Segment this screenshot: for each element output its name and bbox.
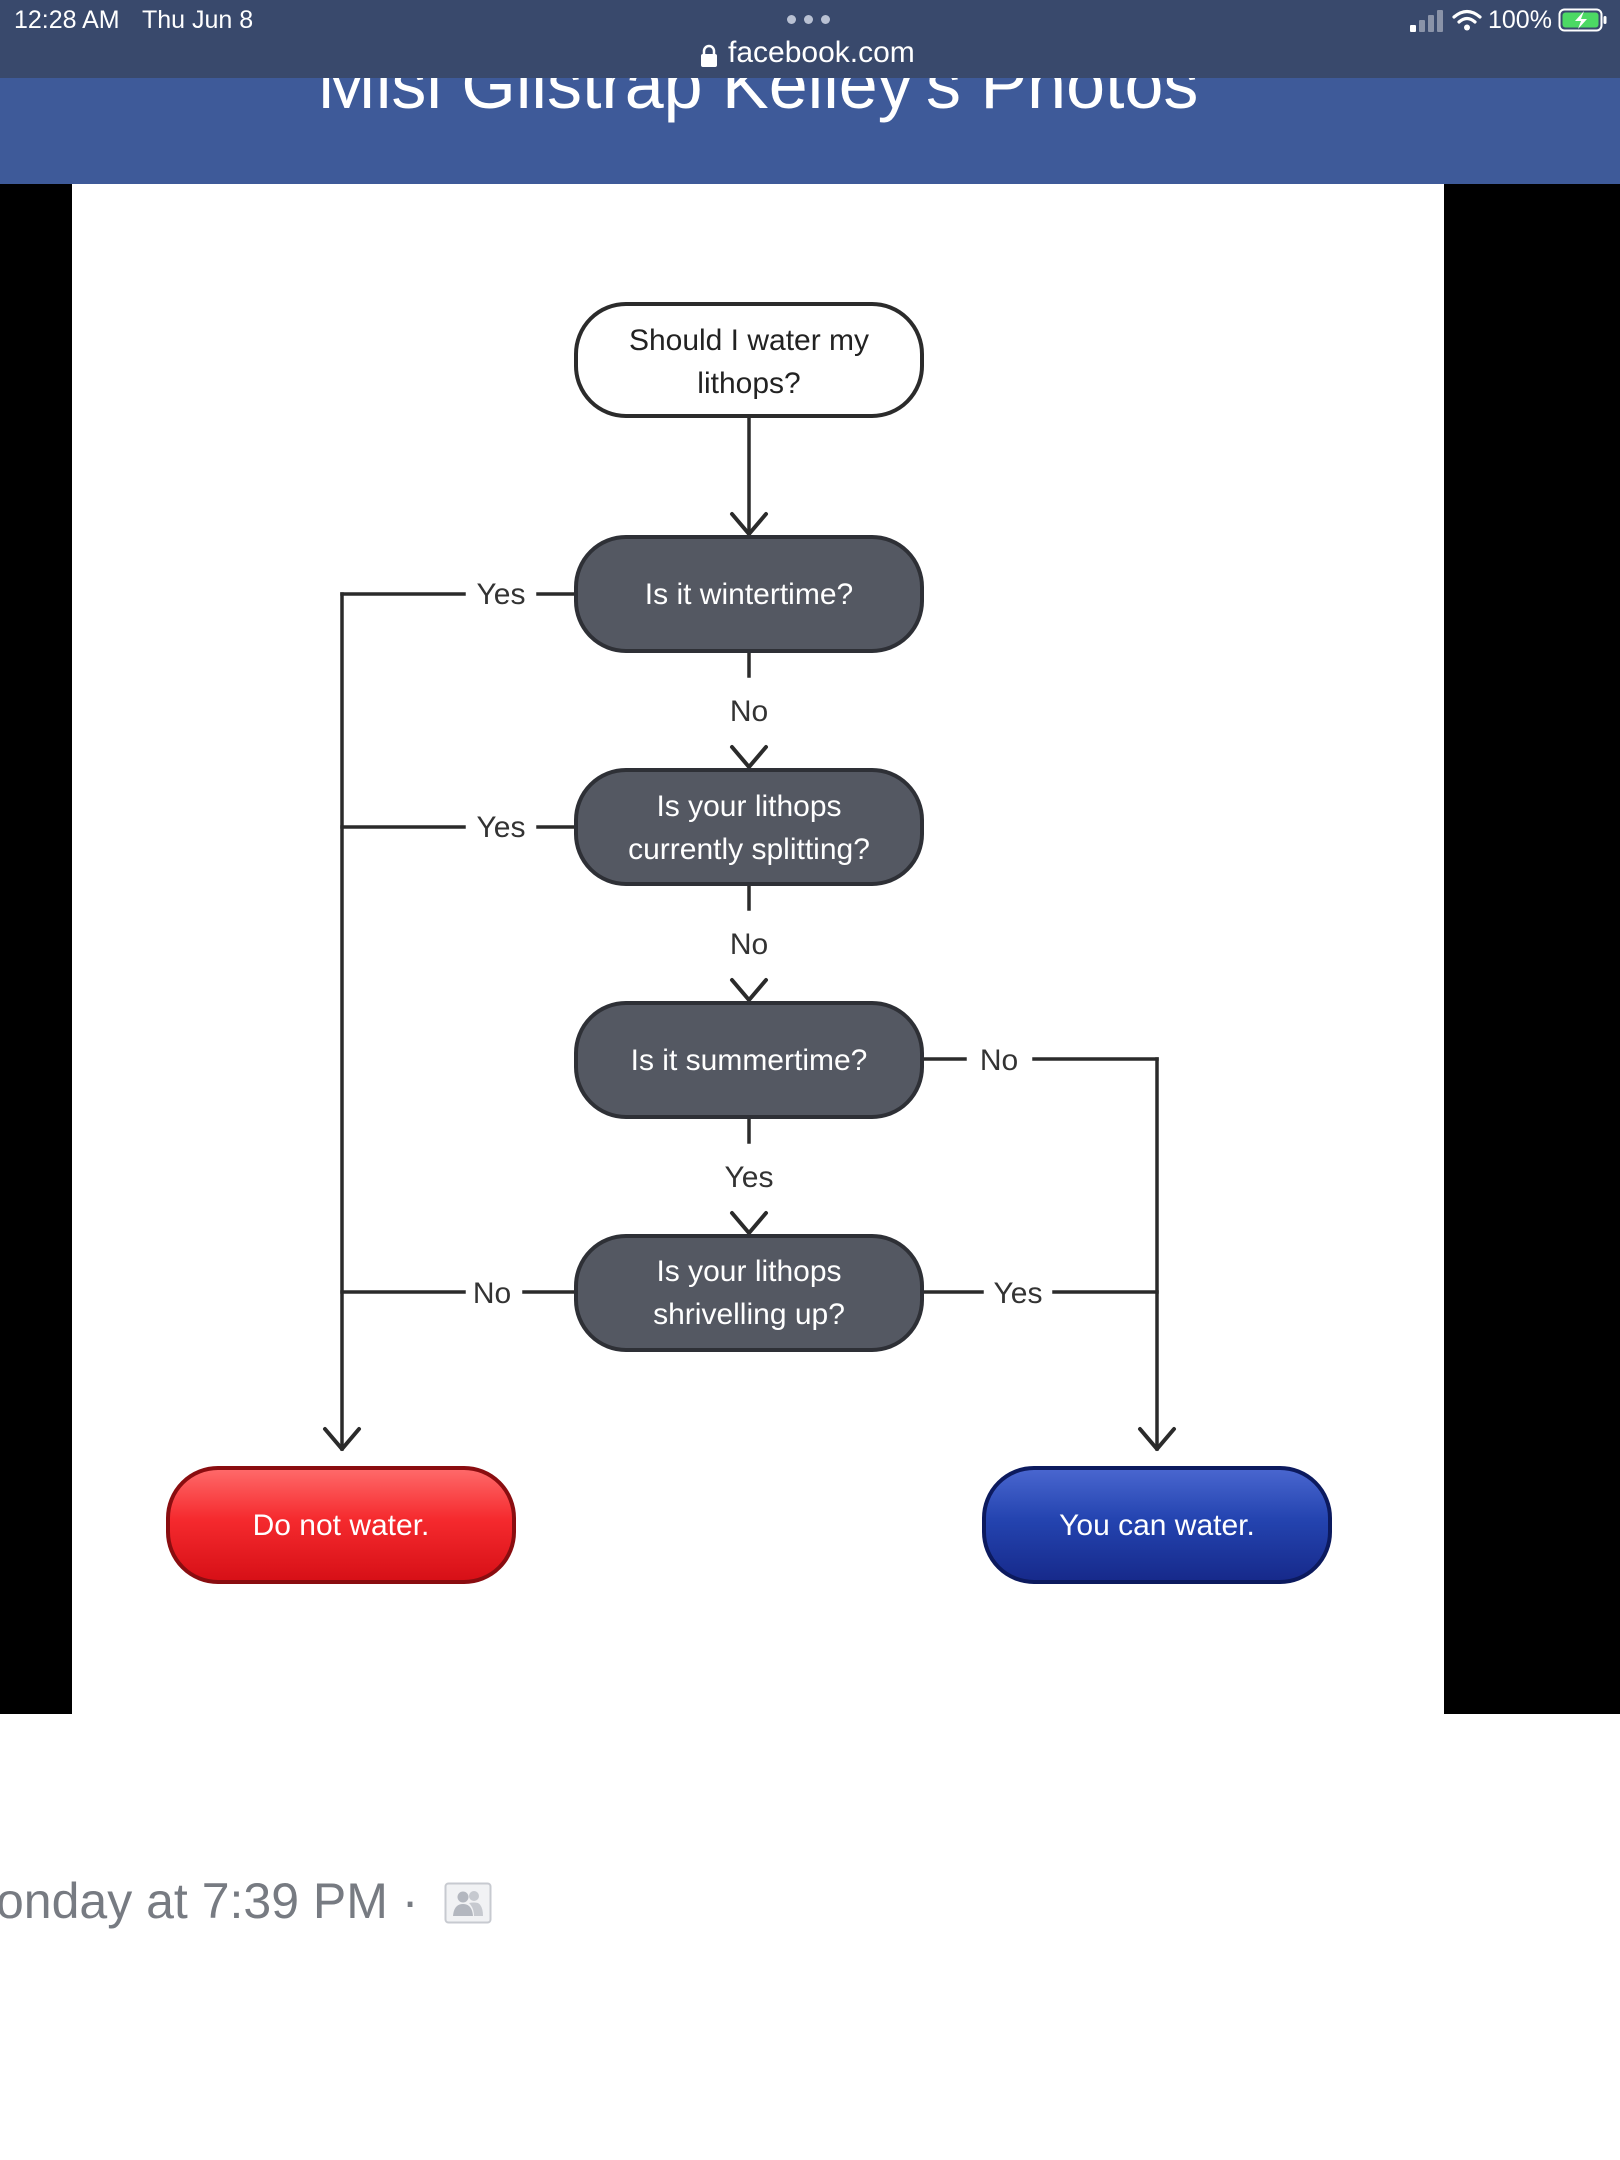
battery-percent: 100% [1488, 6, 1552, 34]
question-shrivelling-line-1: Is your lithops [656, 1255, 841, 1288]
question-wintertime: Is it wintertime? [574, 535, 924, 653]
question-splitting-line-1: Is your lithops [656, 790, 841, 823]
lock-icon [701, 44, 717, 67]
label-q3-down: Yes [725, 1161, 774, 1194]
label-q3-right: No [980, 1044, 1018, 1077]
question-shrivelling-line-2: shrivelling up? [653, 1298, 845, 1331]
friends-icon[interactable] [444, 1882, 492, 1924]
album-title[interactable]: Misi Gilstrap Kelley's Photos [317, 78, 1199, 123]
question-splitting: Is your lithops currently splitting? [574, 768, 924, 886]
question-shrivelling: Is your lithops shrivelling up? [574, 1234, 924, 1352]
end-do-not-water: Do not water. [166, 1466, 516, 1584]
start-node: Should I water my lithops? [574, 302, 924, 418]
end-you-can-water-text: You can water. [1059, 1509, 1255, 1542]
question-splitting-line-2: currently splitting? [628, 833, 870, 866]
flowchart: Should I water my lithops? Is it wintert… [166, 302, 1332, 1584]
status-time: 12:28 AM [14, 6, 120, 34]
end-you-can-water: You can water. [982, 1466, 1332, 1584]
label-q1-down: No [730, 695, 768, 728]
album-header: Misi Gilstrap Kelley's Photos [0, 78, 1620, 184]
arrowheads [323, 512, 1176, 1451]
edge-labels: Yes No Yes No No Yes No Yes [473, 578, 1043, 1310]
wifi-icon [1452, 9, 1482, 31]
photo-viewer[interactable]: Should I water my lithops? Is it wintert… [0, 184, 1620, 1714]
more-dots-icon[interactable] [787, 15, 833, 25]
question-summertime-text: Is it summertime? [631, 1044, 868, 1077]
start-node-line-2: lithops? [697, 367, 800, 400]
label-q4-right: Yes [994, 1277, 1043, 1310]
label-q4-left: No [473, 1277, 511, 1310]
end-do-not-water-text: Do not water. [253, 1509, 430, 1542]
start-node-line-1: Should I water my [629, 324, 869, 357]
signal-icon [1410, 10, 1444, 32]
flowchart-photo: Should I water my lithops? Is it wintert… [72, 184, 1444, 1714]
status-bar: 12:28 AM Thu Jun 8 facebook.com 100% [0, 0, 1620, 78]
battery-charging-icon [1558, 8, 1607, 32]
label-q2-left: Yes [477, 811, 526, 844]
status-date: Thu Jun 8 [142, 6, 254, 34]
question-summertime: Is it summertime? [574, 1001, 924, 1119]
url-bar[interactable]: facebook.com [728, 36, 915, 69]
post-timestamp[interactable]: onday at 7:39 PM · [0, 1873, 419, 1929]
question-wintertime-text: Is it wintertime? [645, 578, 853, 611]
label-q2-down: No [730, 928, 768, 961]
connector-lines [340, 416, 1159, 1451]
label-q1-left: Yes [477, 578, 526, 611]
